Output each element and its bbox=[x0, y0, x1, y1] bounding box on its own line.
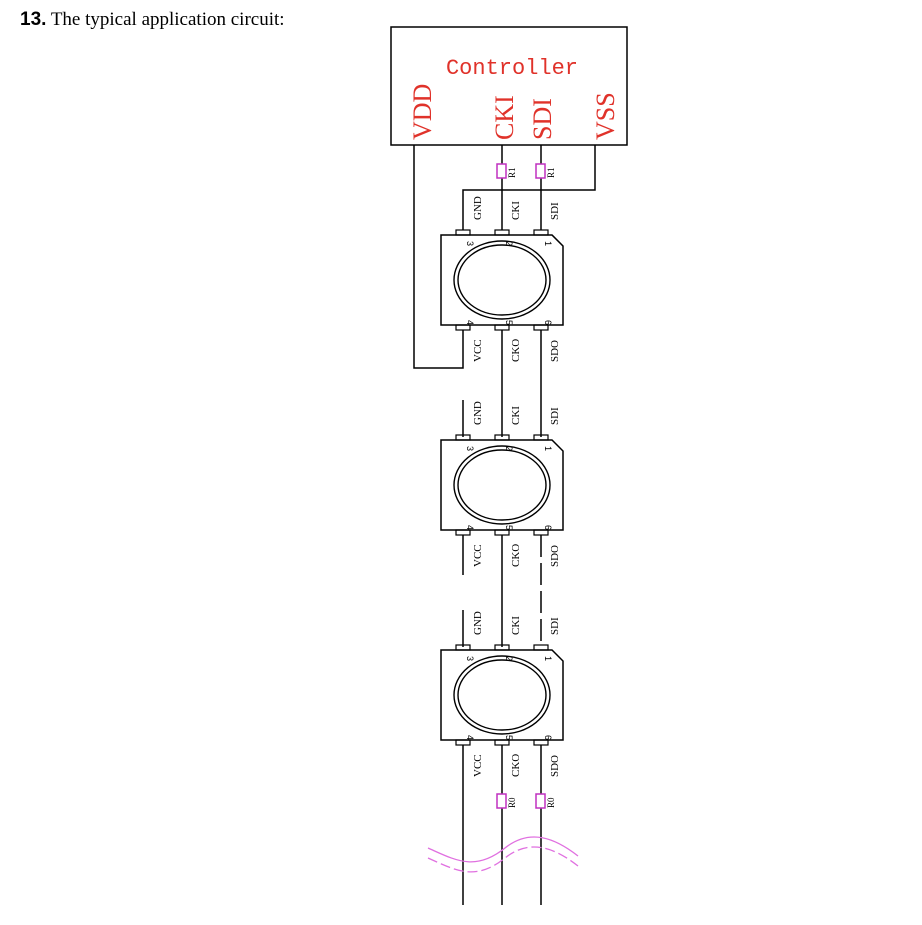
controller-block: Controller VDD CKI SDI VSS bbox=[390, 26, 628, 146]
led3-num-4: 4 bbox=[465, 735, 475, 740]
led1-num-6: 6 bbox=[543, 320, 553, 325]
controller-wiring bbox=[413, 145, 596, 369]
led1-pin-vcc: VCC bbox=[472, 339, 484, 362]
input-resistor-cki: R1 bbox=[496, 163, 517, 179]
controller-label: Controller bbox=[446, 56, 578, 81]
led-module-3: GND CKI SDI 3 2 1 4 5 6 VCC CKO SDO bbox=[440, 611, 564, 777]
input-resistor-cki-label: R1 bbox=[507, 167, 517, 178]
led2-num-3: 3 bbox=[465, 446, 475, 451]
output-resistor-sdo: R0 bbox=[535, 793, 556, 809]
led3-pin-gnd: GND bbox=[472, 611, 484, 635]
led3-num-6: 6 bbox=[543, 735, 553, 740]
led3-num-5: 5 bbox=[504, 735, 514, 740]
output-resistor-cko: R0 bbox=[496, 793, 517, 809]
led2-pin-cki: CKI bbox=[510, 406, 522, 425]
led3-num-1: 1 bbox=[543, 656, 553, 661]
led3-pin-cko: CKO bbox=[510, 754, 522, 777]
led2-num-2: 2 bbox=[504, 446, 514, 451]
led2-pin-vcc: VCC bbox=[472, 544, 484, 567]
led3-pin-sdi: SDI bbox=[549, 617, 561, 635]
led1-pin-cki: CKI bbox=[510, 201, 522, 220]
led2-pin-cko: CKO bbox=[510, 544, 522, 567]
controller-pin-sdi: SDI bbox=[528, 98, 557, 140]
led2-num-6: 6 bbox=[543, 525, 553, 530]
led3-num-3: 3 bbox=[465, 656, 475, 661]
section-number: 13. bbox=[20, 9, 47, 30]
input-resistor-sdi: R1 bbox=[535, 163, 556, 179]
output-resistor-sdo-label: R0 bbox=[546, 797, 556, 808]
led1-num-2: 2 bbox=[504, 241, 514, 246]
break-mark bbox=[427, 836, 579, 873]
led3-num-2: 2 bbox=[504, 656, 514, 661]
chain-wiring bbox=[462, 330, 542, 905]
led1-pin-sdi: SDI bbox=[549, 202, 561, 220]
led1-pin-gnd: GND bbox=[472, 196, 484, 220]
input-resistor-sdi-label: R1 bbox=[546, 167, 556, 178]
output-resistor-cko-label: R0 bbox=[507, 797, 517, 808]
led2-num-5: 5 bbox=[504, 525, 514, 530]
led2-num-4: 4 bbox=[465, 525, 475, 530]
controller-pin-cki: CKI bbox=[490, 95, 519, 140]
led-module-1: GND CKI SDI 3 2 1 4 5 6 VCC CKO SDO bbox=[440, 196, 564, 362]
led1-num-5: 5 bbox=[504, 320, 514, 325]
led1-pin-sdo: SDO bbox=[549, 340, 561, 362]
led-module-2: GND CKI SDI 3 2 1 4 5 6 VCC CKO SDO bbox=[440, 401, 564, 567]
led2-pin-gnd: GND bbox=[472, 401, 484, 425]
led1-num-3: 3 bbox=[465, 241, 475, 246]
led3-pin-vcc: VCC bbox=[472, 754, 484, 777]
led3-pin-cki: CKI bbox=[510, 616, 522, 635]
controller-pin-vss: VSS bbox=[591, 92, 620, 140]
led2-pin-sdo: SDO bbox=[549, 545, 561, 567]
led1-pin-cko: CKO bbox=[510, 339, 522, 362]
led3-pin-sdo: SDO bbox=[549, 755, 561, 777]
led1-num-1: 1 bbox=[543, 241, 553, 246]
section-title: The typical application circuit: bbox=[46, 9, 285, 30]
controller-pin-vdd: VDD bbox=[408, 84, 437, 140]
led1-num-4: 4 bbox=[465, 320, 475, 325]
section-heading: 13. The typical application circuit: bbox=[20, 9, 285, 31]
led2-pin-sdi: SDI bbox=[549, 407, 561, 425]
led2-num-1: 1 bbox=[543, 446, 553, 451]
